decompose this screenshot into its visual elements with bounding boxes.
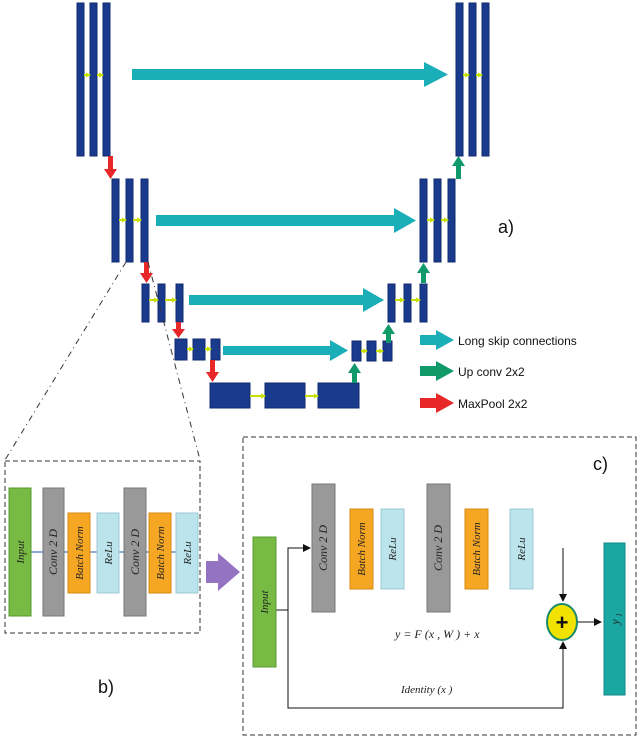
b-relu2-label: ReLu	[182, 541, 194, 566]
panel-c-label: c)	[593, 454, 608, 474]
b-relu1-label: ReLu	[103, 541, 115, 566]
c-plus-sign: +	[556, 610, 569, 635]
panel-b-frame	[4, 460, 201, 634]
legend-label-upconv: Up conv 2x2	[458, 365, 525, 379]
c-batchnorm1-label: Batch Norm	[356, 522, 368, 576]
panel-b: Input Conv 2 D Batch Norm ReLu Conv 2 D …	[4, 460, 201, 697]
c-output-label-group: y l	[608, 613, 624, 626]
unet-level-3-decoder	[387, 283, 428, 323]
c-relu1-block	[380, 508, 405, 590]
panel-c: c) Input Conv 2 D Batch Norm ReLu Conv 2…	[242, 436, 637, 736]
b-conv1-block	[42, 487, 65, 617]
c-output-block	[603, 542, 626, 696]
skip-arrow-level-2	[156, 208, 416, 233]
c-input-to-conv-line	[276, 544, 311, 611]
panel-a-label: a)	[498, 217, 514, 237]
skip-arrow-level-1	[132, 62, 448, 87]
unet-level-3-encoder	[141, 283, 184, 323]
unet-level-2-decoder	[419, 178, 456, 263]
transition-arrow	[206, 553, 240, 591]
b-conv2-block	[123, 487, 147, 617]
c-relu1-label: ReLu	[387, 537, 399, 562]
b-relu1-block	[96, 512, 120, 594]
c-batchnorm2-label: Batch Norm	[471, 522, 483, 576]
legend-label-maxpool: MaxPool 2x2	[458, 397, 528, 411]
c-equation: y = F (x , W ) + x	[394, 627, 480, 641]
legend-item-skip: Long skip connections	[420, 330, 577, 350]
maxpool-arrows	[104, 156, 219, 382]
b-conv1-label: Conv 2 D	[46, 529, 60, 575]
c-input-block	[252, 536, 277, 668]
b-relu2-block	[175, 512, 199, 594]
b-input-label: Input	[15, 539, 27, 564]
unet-level-4-decoder	[351, 340, 393, 362]
unet-level-4-encoder	[174, 338, 221, 361]
c-conv1-block	[311, 483, 336, 613]
c-input-label: Input	[259, 589, 271, 614]
panel-c-frame	[242, 436, 637, 736]
unet-bottleneck	[209, 382, 360, 409]
c-sum-node	[546, 603, 578, 641]
c-output-label: y	[608, 619, 622, 626]
c-conv2-block	[426, 483, 451, 613]
legend-item-maxpool: MaxPool 2x2	[420, 393, 528, 413]
b-batchnorm1-label: Batch Norm	[74, 526, 86, 580]
b-conv2-label: Conv 2 D	[128, 529, 142, 575]
legend-item-upconv: Up conv 2x2	[420, 361, 525, 381]
c-conv2-label: Conv 2 D	[431, 525, 445, 571]
b-batchnorm2-block	[148, 512, 172, 594]
skip-arrow-level-3	[189, 288, 384, 312]
c-batchnorm1-block	[349, 508, 374, 590]
c-output-subscript: l	[615, 613, 624, 616]
c-relu2-block	[509, 508, 534, 590]
legend: Long skip connections Up conv 2x2 MaxPoo…	[420, 330, 577, 413]
unet-level-2-encoder	[111, 178, 149, 263]
c-batchnorm2-block	[464, 508, 489, 590]
unet-level-1-encoder	[76, 2, 111, 157]
b-input-block	[8, 487, 32, 617]
panel-b-label: b)	[98, 677, 114, 697]
unet-level-1-decoder	[455, 2, 490, 157]
legend-label-skip: Long skip connections	[458, 334, 577, 348]
c-conv1-label: Conv 2 D	[316, 525, 330, 571]
c-identity-label: Identity (x )	[400, 684, 453, 696]
c-identity-line	[287, 610, 567, 709]
zoom-lines	[4, 261, 201, 461]
b-batchnorm1-block	[67, 512, 91, 594]
skip-arrow-level-4	[223, 340, 348, 361]
b-batchnorm2-label: Batch Norm	[155, 526, 167, 580]
c-relu2-label: ReLu	[516, 537, 528, 562]
upconv-arrows	[348, 156, 465, 383]
